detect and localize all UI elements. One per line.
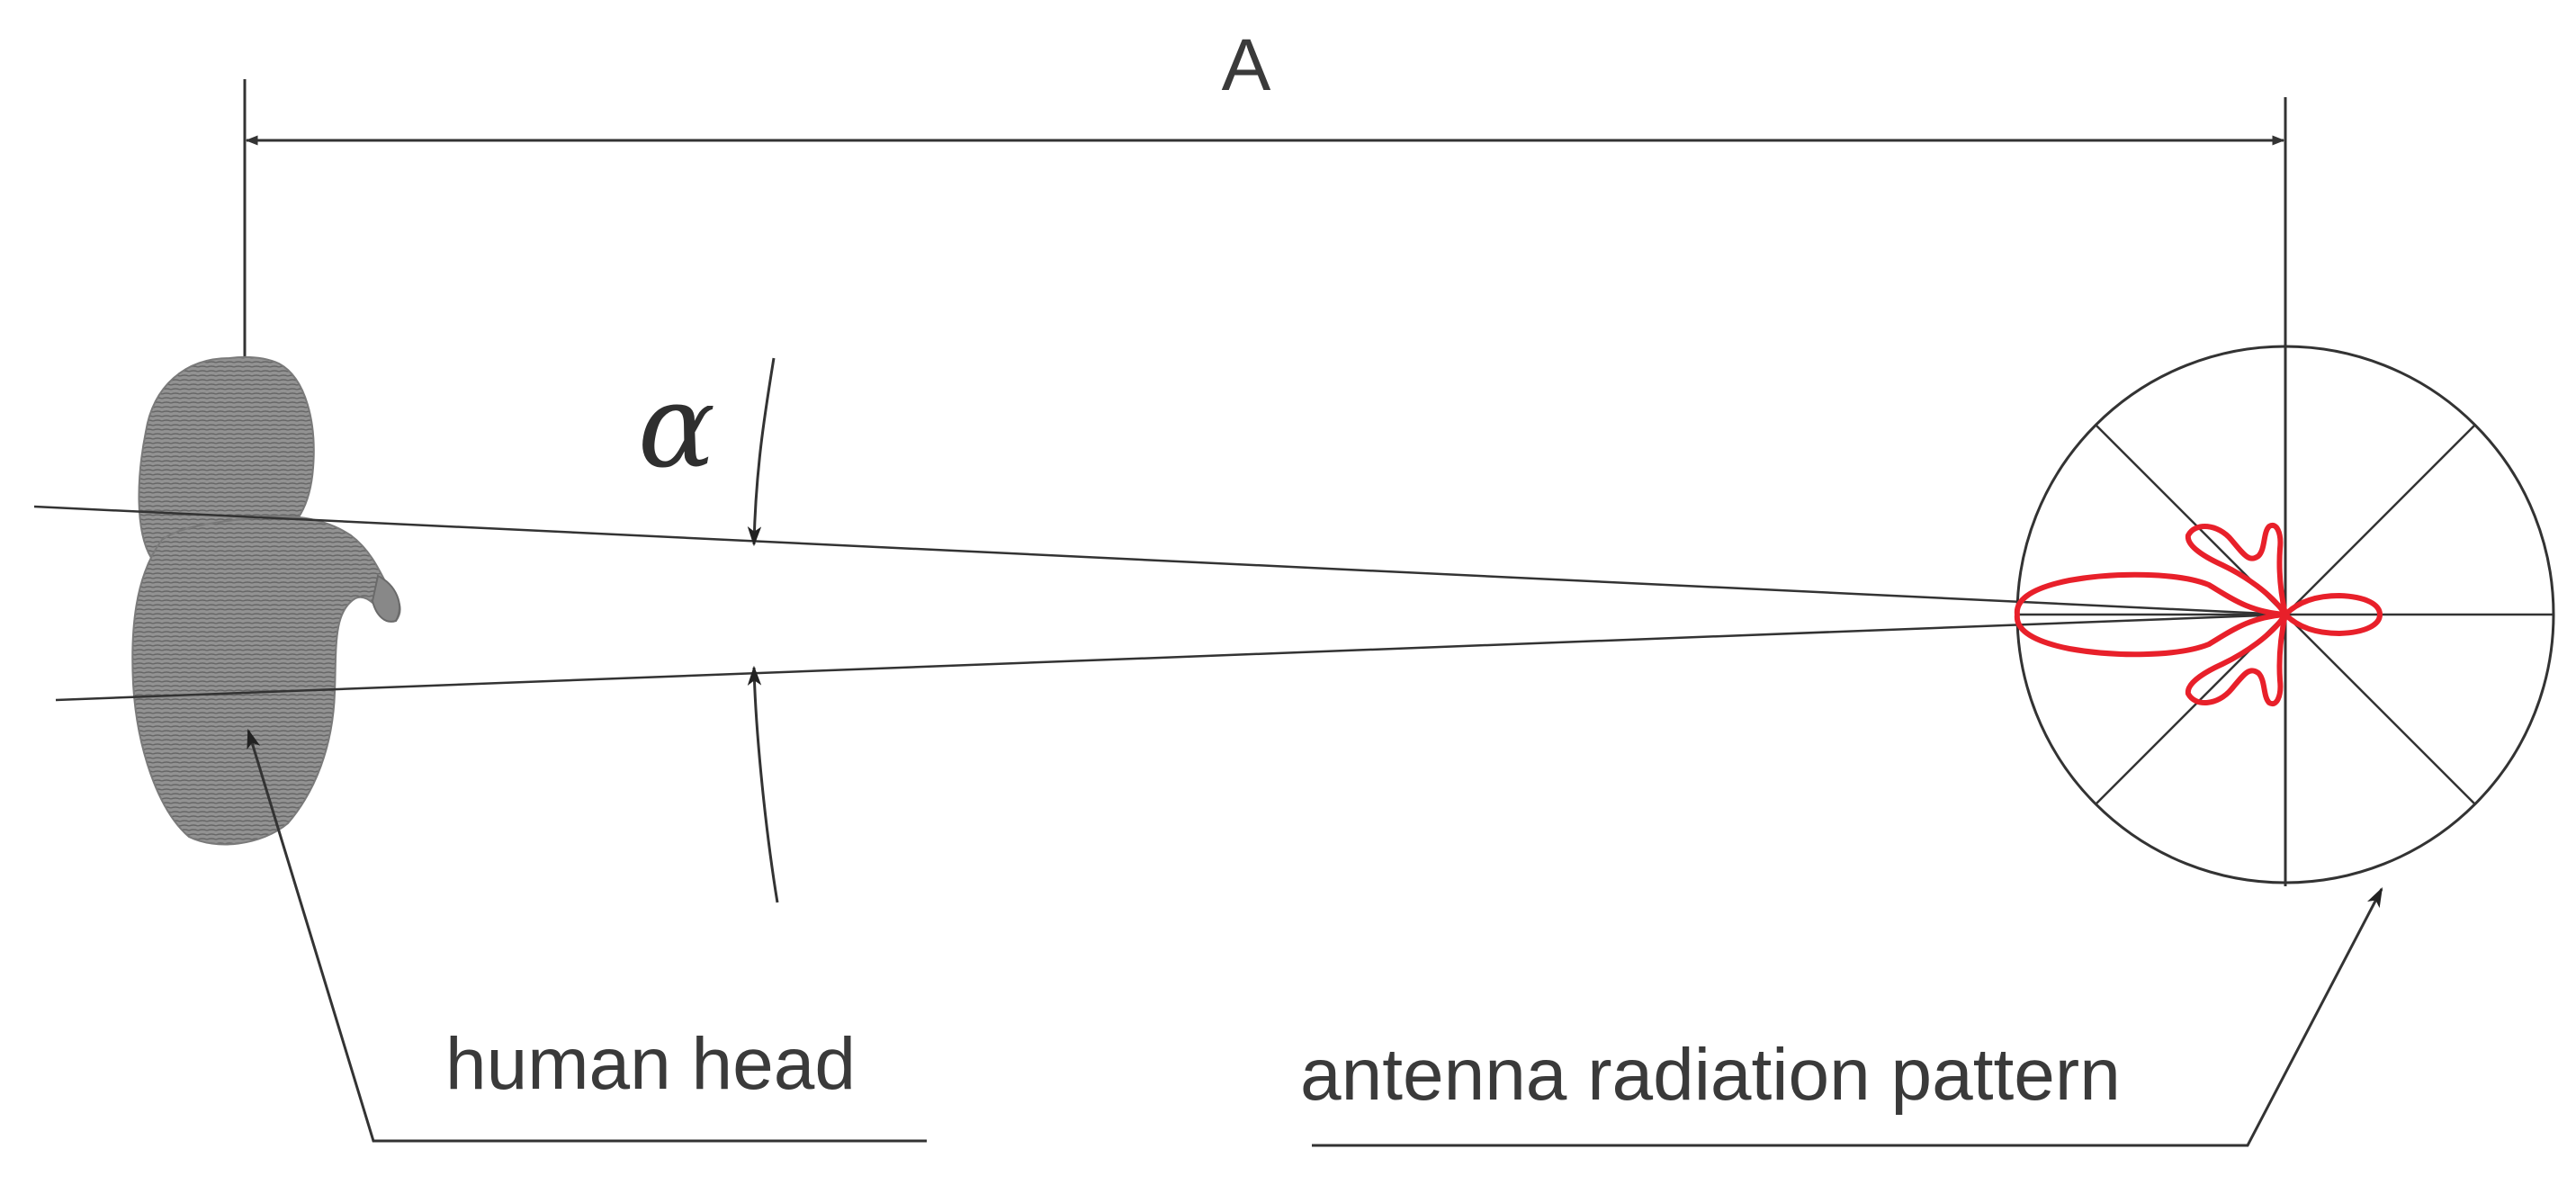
head-label: human head: [445, 1023, 856, 1105]
human-head-icon: [131, 355, 401, 846]
dimension-a: A: [243, 24, 2287, 886]
angle-ray-lower: [55, 613, 2286, 702]
angle-arrow-upper: [747, 357, 776, 547]
radiation-pattern-lobes: [2014, 522, 2383, 707]
head-main: [131, 515, 401, 846]
antenna-label: antenna radiation pattern: [1300, 1034, 2121, 1116]
angle-label: α: [638, 360, 715, 494]
dimension-label: A: [1222, 24, 1271, 106]
angle-lines: α: [33, 357, 2286, 903]
head-leader: human head: [247, 728, 927, 1143]
antenna-leader: antenna radiation pattern: [1300, 887, 2383, 1147]
angle-ray-upper: [33, 505, 2286, 616]
head-leader-line: [247, 728, 927, 1143]
radiation-pattern: [2014, 522, 2383, 707]
head-nose: [371, 574, 400, 623]
angle-arrow-lower: [747, 665, 779, 903]
antenna-leader-line: [1312, 887, 2383, 1147]
